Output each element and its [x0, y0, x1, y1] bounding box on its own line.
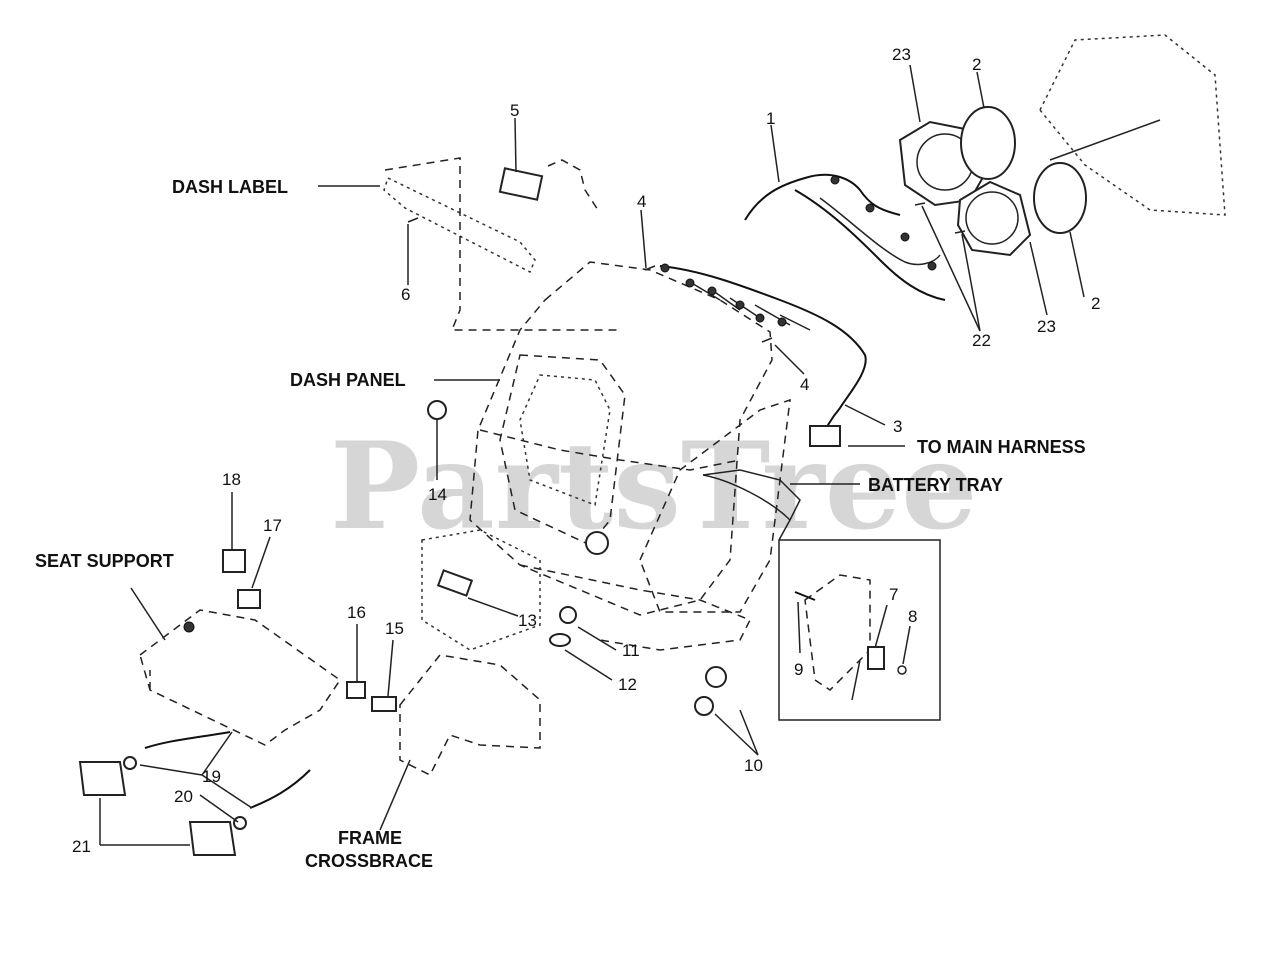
label-battery-tray: BATTERY TRAY	[868, 475, 1003, 495]
label-frame-crossbrace-line2: CROSSBRACE	[305, 851, 433, 871]
label-seat-support: SEAT SUPPORT	[35, 551, 174, 571]
part-8-nut	[897, 665, 907, 675]
harness-1	[744, 173, 946, 301]
callout-15: 15	[385, 619, 404, 638]
callout-8: 8	[908, 607, 917, 626]
callout-18: 18	[222, 470, 241, 489]
part-14-bushing	[427, 400, 447, 420]
callout-11: 11	[622, 641, 640, 660]
callout-4-bottom: 4	[800, 375, 809, 394]
callout-4-top: 4	[637, 192, 646, 211]
callout-3: 3	[893, 417, 902, 436]
part-21-lens-b	[188, 821, 237, 856]
leader-lines	[99, 64, 1085, 846]
seat-support	[139, 609, 342, 746]
part-18-relay	[222, 549, 246, 573]
panel-mount-area	[421, 529, 541, 651]
battery-tray-inset	[702, 469, 941, 721]
label-dash-label: DASH LABEL	[172, 177, 288, 197]
part-10-light-b	[694, 696, 714, 716]
callout-2-bottom: 2	[1091, 294, 1100, 313]
callout-23-top: 23	[892, 45, 911, 64]
part-7-latch	[867, 646, 885, 670]
dash-label-part	[383, 157, 620, 331]
part-9-bolt	[794, 591, 816, 601]
seat-support-assembly	[139, 549, 342, 746]
part-19-wire-a	[144, 731, 231, 749]
headlight-2-bottom	[1033, 162, 1087, 234]
callout-10: 10	[744, 756, 763, 775]
frame-crossbrace	[399, 654, 541, 777]
part-22-screw-b	[954, 230, 966, 234]
tail-light-assembly	[78, 731, 311, 856]
part-13-switch	[436, 569, 474, 597]
callout-23-bottom: 23	[1037, 317, 1056, 336]
main-harness-connector	[809, 425, 841, 447]
small-parts	[421, 400, 727, 716]
part-11-nut	[559, 606, 577, 624]
callout-14: 14	[428, 485, 447, 504]
hood-outline	[1039, 34, 1226, 216]
callout-7: 7	[889, 585, 898, 604]
part-21-lens-a	[78, 761, 127, 796]
part-6-screw	[407, 217, 419, 223]
callout-6: 6	[401, 285, 410, 304]
part-5-switch	[498, 167, 544, 201]
part-4-screw-b	[761, 337, 773, 343]
part-20-bulb-b	[233, 816, 247, 830]
part-16-socket	[346, 681, 366, 699]
callout-9: 9	[794, 660, 803, 679]
callout-16: 16	[347, 603, 366, 622]
label-dash-panel: DASH PANEL	[290, 370, 406, 390]
callout-19: 19	[202, 767, 221, 786]
part-20-bulb-a	[123, 756, 137, 770]
frame-crossbrace-assembly	[346, 654, 541, 777]
key-switch-hole	[585, 531, 609, 555]
label-to-main-harness: TO MAIN HARNESS	[917, 437, 1086, 457]
part-19-wire-b	[249, 769, 311, 809]
headlight-assembly	[898, 34, 1226, 257]
callout-13: 13	[518, 611, 537, 630]
part-10-light-a	[705, 666, 727, 688]
harness-3	[644, 263, 867, 447]
callout-12: 12	[618, 675, 637, 694]
callout-1: 1	[766, 109, 775, 128]
part-4-screw-a	[644, 265, 656, 271]
part-15-bulb	[371, 696, 397, 712]
callout-17: 17	[263, 516, 282, 535]
callout-2-top: 2	[972, 55, 981, 74]
callout-5: 5	[510, 101, 519, 120]
watermark-text: PartsTree	[330, 416, 977, 557]
part-22-screw-a	[914, 202, 926, 206]
label-frame-crossbrace-line1: FRAME	[338, 828, 402, 848]
callout-20: 20	[174, 787, 193, 806]
headlight-2-top	[960, 106, 1016, 180]
part-17-switch	[237, 589, 261, 609]
callout-22: 22	[972, 331, 991, 350]
part-12-washer	[549, 633, 571, 647]
dash-panel	[469, 261, 791, 651]
callout-21: 21	[72, 837, 91, 856]
